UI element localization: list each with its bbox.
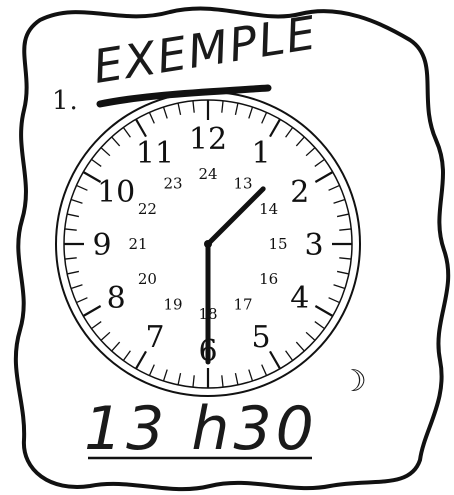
minute-tick — [315, 306, 332, 316]
minute-tick — [337, 214, 349, 216]
minute-tick — [270, 351, 280, 368]
hour-number: 7 — [145, 320, 164, 355]
minute-tick — [235, 373, 237, 385]
minute-tick — [67, 214, 79, 216]
minute-tick — [92, 159, 102, 166]
minute-tick — [339, 229, 351, 230]
minute-tick — [249, 107, 253, 118]
minute-tick — [306, 332, 315, 340]
hour24-number: 17 — [233, 296, 252, 314]
hour-number: 9 — [92, 228, 111, 263]
hour24-number: 14 — [259, 200, 278, 218]
minute-tick — [65, 229, 77, 230]
minute-tick — [315, 159, 325, 166]
minute-tick — [149, 365, 154, 376]
hour-number: 12 — [189, 122, 227, 157]
minute-tick — [334, 285, 345, 289]
minute-tick — [123, 351, 130, 361]
minute-tick — [101, 332, 110, 340]
hour-number: 4 — [290, 281, 309, 316]
minute-tick — [286, 128, 293, 138]
hour-number: 8 — [107, 281, 126, 316]
hour-number: 5 — [251, 320, 270, 355]
minute-tick — [65, 258, 77, 259]
minute-tick — [71, 285, 82, 289]
minute-tick — [337, 271, 349, 273]
minute-tick — [262, 112, 267, 123]
minute-tick — [67, 271, 79, 273]
hour24-number: 23 — [163, 174, 182, 192]
minute-tick — [193, 375, 194, 387]
minute-tick — [249, 370, 253, 381]
hour24-number: 20 — [138, 270, 157, 288]
minute-tick — [164, 370, 168, 381]
hour24-number: 13 — [233, 174, 252, 192]
minute-tick — [178, 103, 180, 115]
hour-number: 3 — [304, 228, 323, 263]
minute-tick — [76, 298, 87, 303]
hour-number: 11 — [136, 136, 174, 171]
minute-tick — [270, 119, 280, 136]
minute-tick — [149, 112, 154, 123]
minute-tick — [306, 148, 315, 156]
minute-tick — [178, 373, 180, 385]
minute-tick — [315, 172, 332, 182]
moon-icon: ☽ — [340, 364, 367, 399]
hour-hand — [208, 189, 263, 244]
minute-tick — [296, 137, 304, 146]
minute-tick — [164, 107, 168, 118]
minute-tick — [222, 101, 223, 113]
clock-center-pin — [204, 240, 212, 248]
hour24-number: 22 — [138, 200, 157, 218]
minute-tick — [315, 322, 325, 329]
minute-tick — [92, 322, 102, 329]
minute-tick — [334, 200, 345, 204]
minute-tick — [329, 298, 340, 303]
hour-number: 10 — [97, 175, 135, 210]
hour24-number: 24 — [198, 165, 217, 183]
minute-tick — [329, 185, 340, 190]
hour24-number: 21 — [128, 235, 147, 253]
hour24-number: 19 — [163, 296, 182, 314]
minute-tick — [136, 119, 146, 136]
answer-text: 13 h30 — [84, 394, 318, 464]
hour-number: 2 — [290, 175, 309, 210]
minute-tick — [193, 101, 194, 113]
minute-tick — [76, 185, 87, 190]
hour-number: 1 — [251, 136, 270, 171]
hour24-number: 15 — [268, 235, 287, 253]
minute-tick — [339, 258, 351, 259]
minute-tick — [235, 103, 237, 115]
minute-tick — [296, 342, 304, 351]
minute-tick — [112, 342, 120, 351]
minute-tick — [222, 375, 223, 387]
minute-tick — [71, 200, 82, 204]
minute-tick — [262, 365, 267, 376]
minute-tick — [101, 148, 110, 156]
minute-tick — [286, 351, 293, 361]
minute-tick — [83, 306, 100, 316]
minute-tick — [123, 128, 130, 138]
hour24-number: 16 — [259, 270, 278, 288]
minute-tick — [112, 137, 120, 146]
